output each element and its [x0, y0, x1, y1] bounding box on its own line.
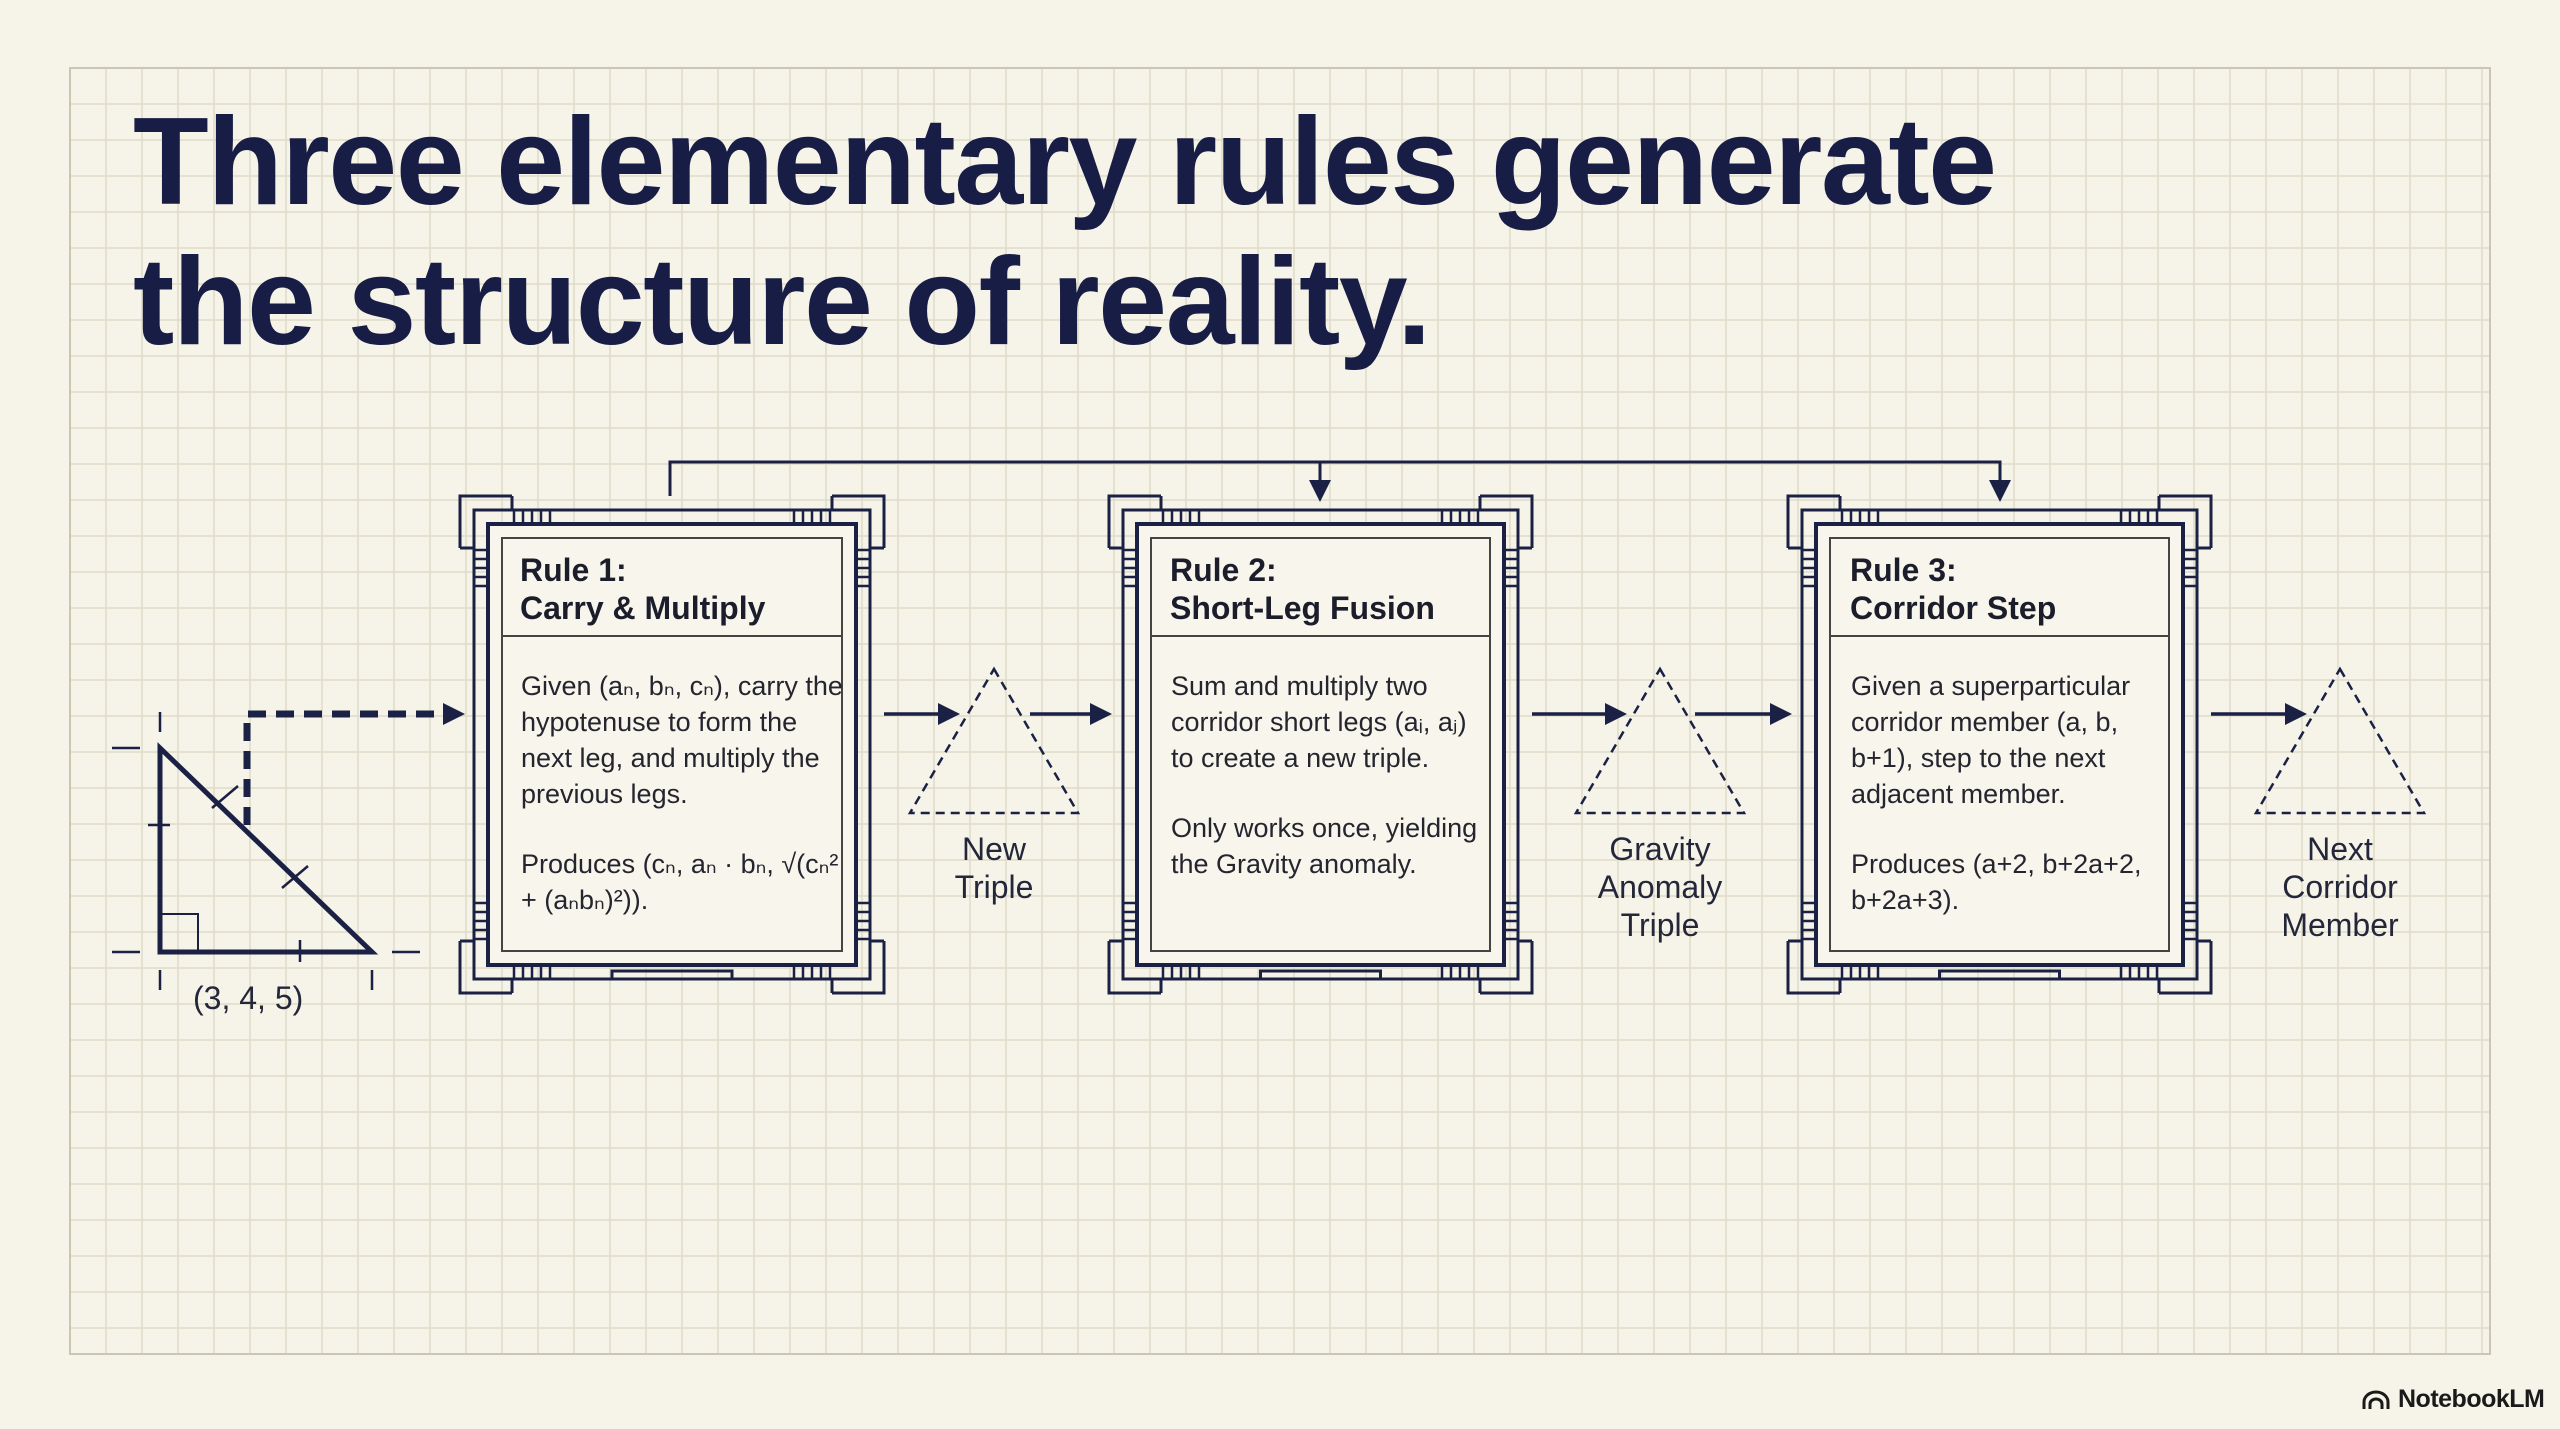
triangle-outline: [157, 742, 379, 955]
page-title: Three elementary rules generate the stru…: [133, 92, 1997, 372]
label-line: New: [961, 831, 1026, 867]
rule-2-number: Rule 2:: [1170, 552, 1277, 588]
label-line: Triple: [1620, 907, 1700, 943]
rule-2-description: Sum and multiply two corridor short legs…: [1171, 671, 1467, 773]
corner-bracket: [2159, 494, 2213, 548]
frame-inner-border: [1135, 522, 1506, 967]
bottom-tab: [1259, 969, 1382, 979]
rule-3-number: Rule 3:: [1850, 552, 1957, 588]
corner-bracket: [1107, 941, 1161, 995]
rule-3-heading: Rule 3: Corridor Step: [1850, 551, 2056, 627]
arrowhead-right: [1770, 703, 1792, 725]
rule-1-body: Given (aₙ, bₙ, cₙ), carry the hypotenuse…: [521, 668, 846, 952]
rule-3-frame: [1786, 494, 2213, 995]
rule-1-description: Given (aₙ, bₙ, cₙ), carry the hypotenuse…: [521, 671, 843, 809]
arrowhead-right: [2285, 703, 2307, 725]
feedback-connector: [668, 460, 2002, 496]
new-triple-triangle-icon: [907, 666, 1081, 815]
right-angle-mark: [160, 913, 199, 952]
label-line: Triple: [954, 869, 1034, 905]
rule-1-frame: [458, 494, 886, 995]
connectors: [243, 460, 2307, 825]
corner-bracket: [2159, 941, 2213, 995]
label-line: Gravity: [1609, 831, 1711, 867]
rule-2-body: Sum and multiply two corridor short legs…: [1171, 668, 1496, 916]
rule-1-number: Rule 1:: [520, 552, 627, 588]
rule-2-note: Only works once, yielding the Gravity an…: [1171, 813, 1478, 879]
bottom-tab: [1938, 969, 2061, 979]
title-line-2: the structure of reality.: [133, 233, 1431, 371]
output-gravity-anomaly-label: Gravity Anomaly Triple: [1550, 830, 1770, 944]
rule-3-description: Given a superparticular corridor member …: [1851, 671, 2131, 809]
arrowhead-right: [1090, 703, 1112, 725]
frame-middle-border: [472, 508, 872, 981]
notebooklm-logo: NotebookLM: [2362, 1385, 2545, 1414]
label-line: Anomaly: [1597, 869, 1723, 905]
rule-3-name: Corridor Step: [1850, 590, 2057, 626]
hypotenuse-tick: [211, 785, 239, 809]
corner-bracket: [832, 494, 886, 548]
arrowhead-down: [1989, 480, 2011, 502]
arrowhead-down: [1309, 480, 1331, 502]
corner-bracket: [1107, 494, 1161, 548]
corner-bracket: [832, 941, 886, 995]
hypotenuse-tick: [281, 865, 309, 889]
content-border: [1829, 537, 2170, 952]
label-line: Corridor: [2282, 869, 2398, 905]
rule-3-produces: Produces (a+2, b+2a+2, b+2a+3).: [1851, 849, 2142, 915]
arrowhead-right: [443, 703, 465, 725]
rule-frames: [458, 494, 2213, 995]
rule-1-produces: Produces (cₙ, aₙ · bₙ, √(cₙ² + (aₙbₙ)²))…: [521, 849, 839, 915]
frame-inner-border: [486, 522, 858, 967]
frame-inner-border: [1814, 522, 2185, 967]
rule-1-name: Carry & Multiply: [520, 590, 766, 626]
seed-triple-label: (3, 4, 5): [193, 980, 304, 1016]
output-next-corridor-label: Next Corridor Member: [2230, 830, 2450, 944]
corner-bracket: [1786, 494, 1840, 548]
dashed-seed-arrow: [243, 710, 445, 825]
next-corridor-triangle-icon: [2253, 666, 2427, 815]
arrowhead-right: [1605, 703, 1627, 725]
content-border: [501, 537, 843, 952]
rule-1-heading: Rule 1: Carry & Multiply: [520, 551, 765, 627]
rule-2-name: Short-Leg Fusion: [1170, 590, 1435, 626]
frame-middle-border: [1800, 508, 2199, 981]
grid-border: [69, 67, 2491, 1355]
bottom-tab: [610, 969, 734, 979]
output-triangles: [907, 666, 2427, 815]
rule-2-heading: Rule 2: Short-Leg Fusion: [1170, 551, 1435, 627]
right-triangle-icon: [112, 712, 420, 990]
arrowhead-right: [938, 703, 960, 725]
corner-bracket: [1480, 494, 1534, 548]
logo-text: NotebookLM: [2398, 1385, 2545, 1413]
rule-3-body: Given a superparticular corridor member …: [1851, 668, 2176, 952]
gravity-triangle-icon: [1573, 666, 1747, 815]
title-line-1: Three elementary rules generate: [133, 93, 1997, 231]
frame-middle-border: [1121, 508, 1520, 981]
rule-2-frame: [1107, 494, 1534, 995]
label-line: Next: [2307, 831, 2373, 867]
corner-bracket: [458, 494, 512, 548]
corner-bracket: [1786, 941, 1840, 995]
notebooklm-logo-icon: [2362, 1390, 2390, 1409]
corner-bracket: [1480, 941, 1534, 995]
corner-bracket: [458, 941, 512, 995]
label-line: Member: [2281, 907, 2399, 943]
output-new-triple-label: New Triple: [884, 830, 1104, 906]
content-border: [1150, 537, 1491, 952]
